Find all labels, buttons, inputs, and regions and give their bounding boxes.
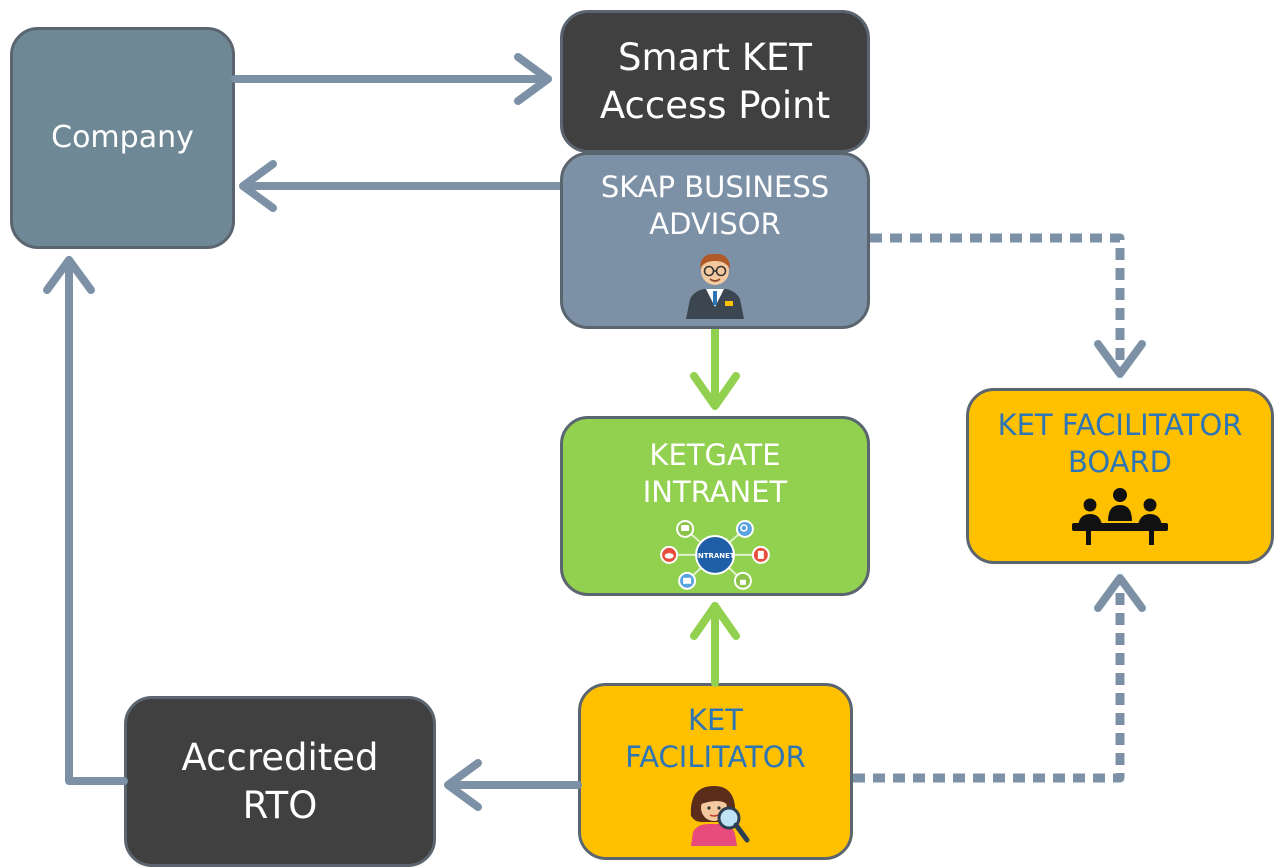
facilitator-line1: KET — [687, 703, 744, 737]
arrowhead-board-top — [1094, 340, 1146, 378]
meeting-icon — [1072, 488, 1168, 546]
dotted-arrow-advisor-to-board — [870, 233, 1125, 370]
rto-line1: Accredited — [181, 736, 379, 780]
rto-line2: RTO — [242, 783, 318, 827]
dotted-arrow-facilitator-to-board — [853, 590, 1125, 783]
intranet-icon: INTRANET — [660, 520, 770, 591]
arrowhead-access-point — [514, 53, 552, 105]
company-label: Company — [51, 119, 194, 155]
advisor-line2: ADVISOR — [649, 207, 781, 242]
arrowhead-company — [239, 160, 277, 212]
arrowhead-rto — [444, 759, 482, 811]
intranet-icon-text: INTRANET — [695, 552, 735, 560]
facilitator-node: KET FACILITATOR — [578, 683, 853, 860]
company-node: Company — [10, 27, 235, 249]
access-point-node: Smart KET Access Point — [560, 10, 870, 153]
business-advisor-icon — [686, 254, 744, 320]
business-advisor-node: SKAP BUSINESS ADVISOR — [560, 152, 870, 329]
intranet-line1: KETGATE — [649, 438, 781, 472]
arrowhead-company-bottom — [43, 256, 95, 294]
advisor-line1: SKAP BUSINESS — [600, 170, 830, 204]
arrowhead-intranet-bottom — [690, 602, 740, 640]
board-line1: KET FACILITATOR — [997, 408, 1243, 442]
access-point-line2: Access Point — [599, 83, 831, 127]
access-point-line1: Smart KET — [618, 36, 812, 80]
search-woman-icon — [690, 786, 749, 847]
board-line2: BOARD — [1067, 445, 1173, 480]
intranet-node: KETGATE INTRANET INTRANET — [560, 416, 870, 596]
facilitator-line2: FACILITATOR — [625, 740, 806, 775]
arrowhead-board-bottom — [1094, 574, 1146, 612]
arrowhead-intranet-top — [690, 372, 740, 410]
arrow-rto-to-company — [65, 256, 128, 785]
facilitator-board-node: KET FACILITATOR BOARD — [966, 388, 1274, 564]
intranet-line2: INTRANET — [642, 475, 788, 510]
